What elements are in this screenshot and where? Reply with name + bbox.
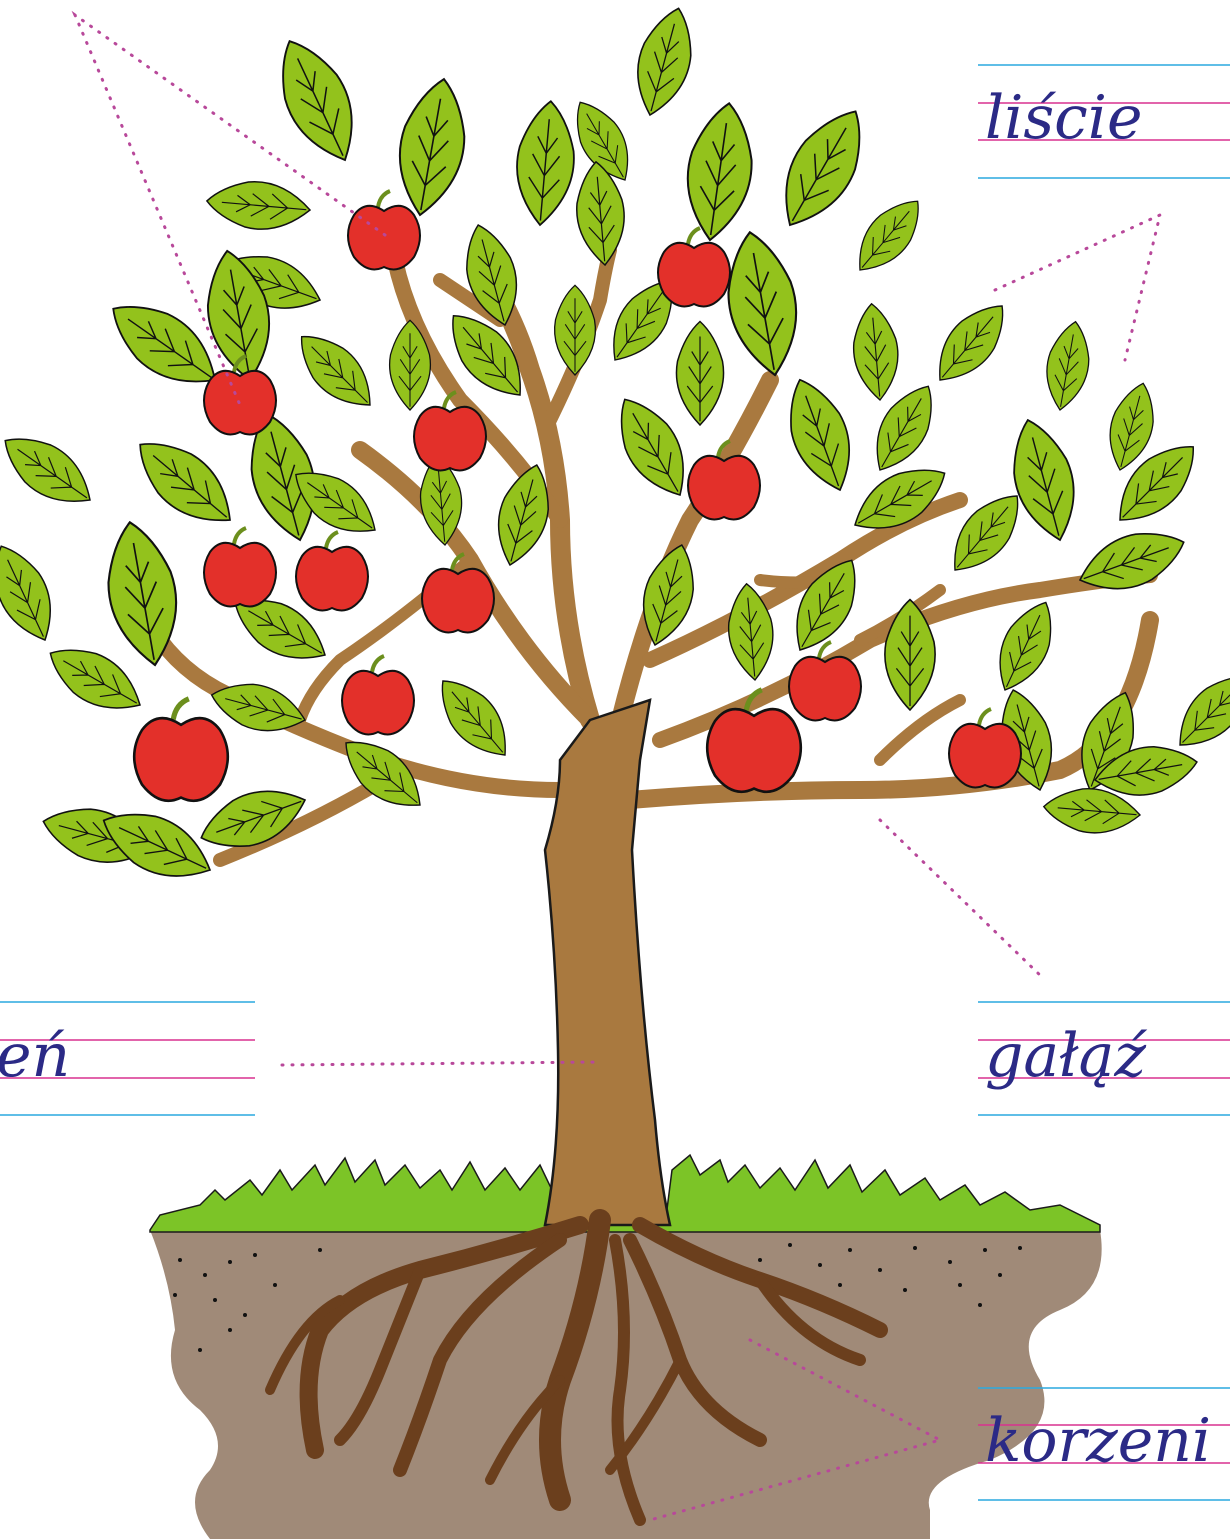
- label-korzenie-text: korzeni: [985, 1406, 1211, 1476]
- label-lisce: liście: [978, 65, 1230, 178]
- trunk: [545, 700, 670, 1225]
- label-galaz-text: gałąź: [985, 1021, 1147, 1091]
- label-lisce-text: liście: [985, 83, 1142, 153]
- label-galaz: gałąź: [978, 1002, 1230, 1115]
- label-pien: eń: [0, 1002, 255, 1115]
- label-pien-text: eń: [0, 1021, 70, 1091]
